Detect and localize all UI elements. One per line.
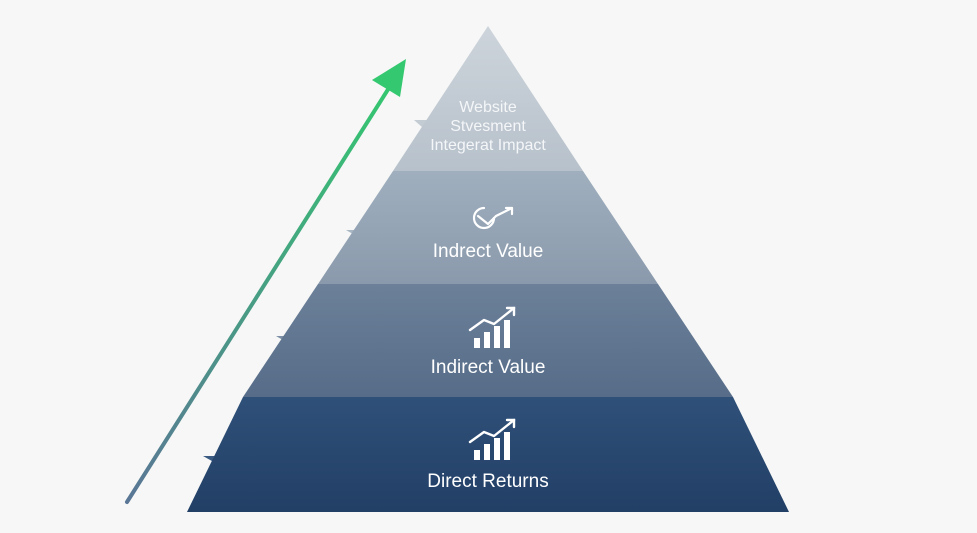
growth-arrow <box>125 59 406 504</box>
bar-chart-up-icon <box>468 306 516 348</box>
tier-4-label: Direct Returns <box>427 471 548 492</box>
tier-1: Website Stvesment Integerat Impact <box>430 99 546 154</box>
tier-3: Indirect Value <box>431 306 546 378</box>
tier-3-label: Indirect Value <box>431 357 546 378</box>
diagonal-up-arrow-icon <box>125 78 396 504</box>
tier-1-shape <box>393 26 583 171</box>
tier-2: Indrect Value <box>433 206 544 262</box>
tier-2-label: Indrect Value <box>433 241 544 262</box>
tier-1-line-3: Integerat Impact <box>430 137 546 154</box>
arrow-head-icon <box>372 59 406 97</box>
refresh-chart-icon <box>472 206 514 230</box>
bar-chart-up-icon <box>468 418 516 460</box>
tier-1-line-2: Stvesment <box>450 118 526 135</box>
tier-1-line-1: Website <box>459 99 517 116</box>
tier-4: Direct Returns <box>427 418 549 492</box>
